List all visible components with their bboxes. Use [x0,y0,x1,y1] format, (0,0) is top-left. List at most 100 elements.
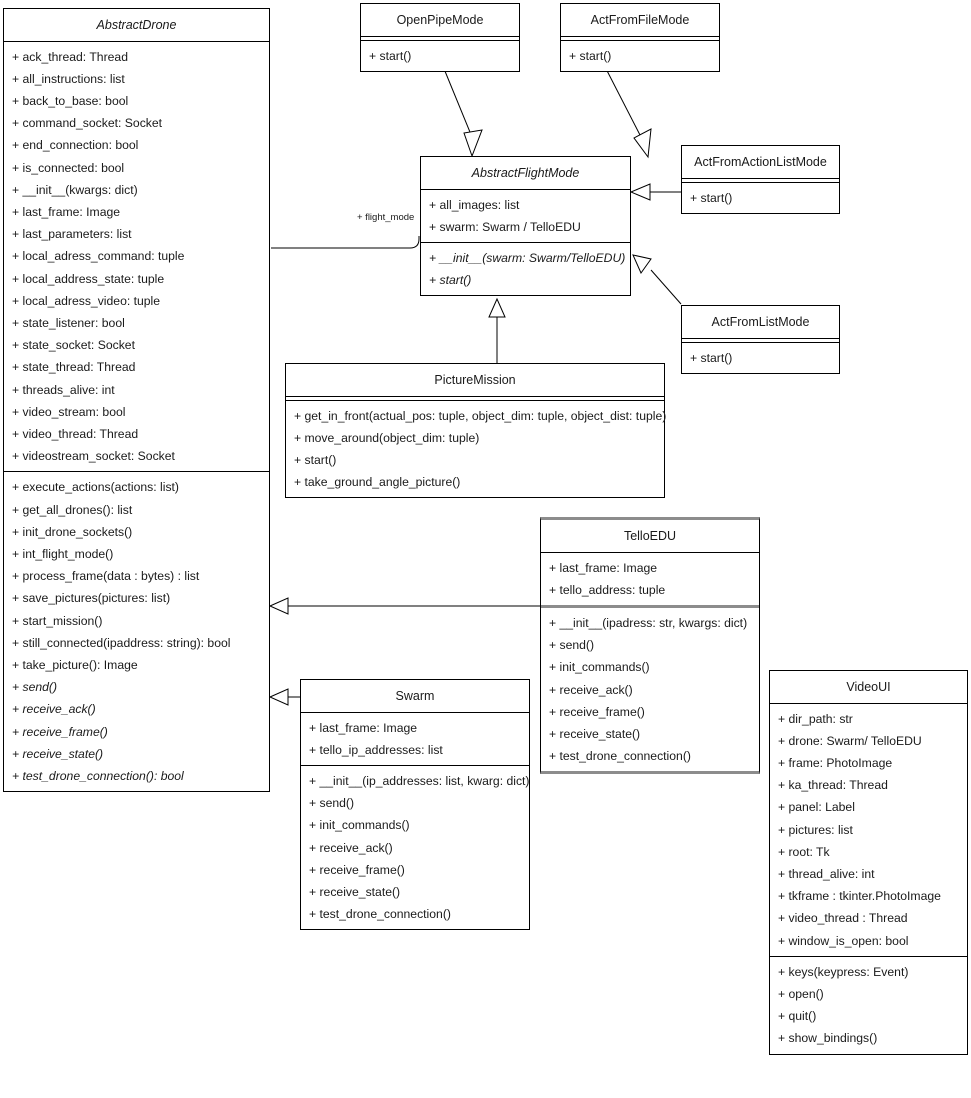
title-separator [286,395,664,401]
attribute-row: + video_stream: bool [12,404,126,419]
title-separator [541,551,759,553]
class-title-act-from-file-mode: ActFromFileMode [590,13,690,27]
method-row: + receive_ack() [12,702,96,717]
method-row: + save_pictures(pictures: list) [12,591,171,606]
method-row: + get_in_front(actual_pos: tuple, object… [294,408,667,423]
attribute-row: + last_frame: Image [549,560,658,575]
edge-picturemission-to-abstractflightmode [488,297,506,363]
attributes-methods-separator [301,764,529,766]
attribute-row: + last_parameters: list [12,227,132,242]
edge-openpipemode-to-abstractflightmode [439,58,483,158]
attribute-row: + ka_thread: Thread [778,778,888,793]
class-box-video-ui[interactable]: VideoUI + dir_path: str + drone: Swarm/ … [769,670,968,1055]
class-title-video-ui: VideoUI [846,680,891,694]
method-row: + send() [309,796,355,811]
method-row: + get_all_drones(): list [12,502,133,517]
attribute-row: + videostream_socket: Socket [12,449,175,464]
attribute-row: + local_address_state: tuple [12,271,165,286]
method-row: + move_around(object_dim: tuple) [294,430,480,445]
attributes-methods-separator [541,604,759,608]
title-separator [561,35,719,41]
class-box-swarm[interactable]: Swarm + last_frame: Image + tello_ip_add… [300,679,530,931]
method-row: + receive_frame() [549,704,645,719]
attributes-methods-separator [4,471,269,473]
methods-compartment-act-from-file-mode: + start() [561,41,719,71]
title-separator [361,35,519,41]
attribute-row: + panel: Label [778,800,855,815]
method-row: + show_bindings() [778,1031,878,1046]
class-box-act-from-action-list-mode[interactable]: ActFromActionListMode + start() [681,145,840,214]
methods-compartment-tello-edu: + __init__(ipadress: str, kwargs: dict) … [541,608,759,771]
attribute-row: + end_connection: bool [12,138,139,153]
method-row: + __init__(ip_addresses: list, kwarg: di… [309,773,530,788]
methods-compartment-picture-mission: + get_in_front(actual_pos: tuple, object… [286,401,667,498]
methods-compartment-open-pipe-mode: + start() [361,41,519,71]
method-row: + init_drone_sockets() [12,524,133,539]
method-row: + int_flight_mode() [12,546,114,561]
method-row: + keys(keypress: Event) [778,964,909,979]
attribute-row: + ack_thread: Thread [12,49,128,64]
title-separator [682,337,839,343]
method-row: + open() [778,986,824,1001]
attribute-row: + last_frame: Image [309,720,418,735]
attribute-row: + tello_address: tuple [549,582,666,597]
class-box-act-from-list-mode[interactable]: ActFromListMode + start() [681,305,840,374]
attribute-row: + command_socket: Socket [12,116,163,131]
class-box-act-from-file-mode[interactable]: ActFromFileMode + start() [560,3,720,72]
title-separator [421,188,630,190]
method-row: + still_connected(ipaddress: string): bo… [12,635,231,650]
method-row: + receive_state() [549,726,641,741]
attribute-row: + all_images: list [429,197,520,212]
attributes-compartment-abstract-flight-mode: + all_images: list + swarm: Swarm / Tell… [421,190,630,242]
method-row: + send() [12,680,58,695]
class-title-open-pipe-mode: OpenPipeMode [396,13,484,27]
methods-compartment-abstract-flight-mode: + __init__(swarm: Swarm/TelloEDU) + star… [421,243,630,295]
method-row: + receive_state() [309,884,401,899]
method-row: + start() [294,452,337,467]
method-row: + receive_ack() [309,840,393,855]
class-title-swarm: Swarm [395,689,435,703]
attribute-row: + root: Tk [778,844,830,859]
method-row: + process_frame(data : bytes) : list [12,569,200,584]
class-title-tello-edu: TelloEDU [623,529,677,543]
attribute-row: + back_to_base: bool [12,93,129,108]
method-row: + test_drone_connection() [549,749,691,764]
attribute-row: + __init__(kwargs: dict) [12,182,138,197]
method-row: + send() [549,638,595,653]
attribute-row: + video_thread: Thread [12,426,139,441]
methods-compartment-act-from-action-list-mode: + start() [682,183,839,213]
class-title-abstract-drone: AbstractDrone [96,18,177,32]
method-row: + start() [690,350,733,365]
attribute-row: + tkframe : tkinter.PhotoImage [778,889,941,904]
method-row: + take_picture(): Image [12,657,138,672]
method-row: + __init__(ipadress: str, kwargs: dict) [549,615,748,630]
method-row: + start() [369,48,412,63]
class-box-open-pipe-mode[interactable]: OpenPipeMode + start() [360,3,520,72]
attribute-row: + local_adress_video: tuple [12,293,161,308]
edge-label-flight-mode: + flight_mode [355,212,417,224]
methods-compartment-act-from-list-mode: + start() [682,343,839,373]
attribute-row: + state_listener: bool [12,315,125,330]
attribute-row: + threads_alive: int [12,382,115,397]
method-row: + test_drone_connection(): bool [12,769,184,783]
edge-actfromfilemode-to-abstractflightmode [600,58,652,159]
class-box-tello-edu[interactable]: TelloEDU + last_frame: Image + tello_add… [540,517,760,775]
class-box-abstract-flight-mode[interactable]: AbstractFlightMode + all_images: list + … [420,156,631,297]
attribute-row: + video_thread : Thread [778,911,908,926]
class-box-picture-mission[interactable]: PictureMission + get_in_front(actual_pos… [285,363,667,499]
attribute-row: + pictures: list [778,822,853,837]
methods-compartment-video-ui: + keys(keypress: Event) + open() + quit(… [770,957,967,1054]
method-row: + quit() [778,1009,817,1024]
method-row: + init_commands() [549,660,650,675]
attribute-row: + all_instructions: list [12,71,125,86]
attributes-compartment-tello-edu: + last_frame: Image + tello_address: tup… [541,553,759,605]
methods-compartment-swarm: + __init__(ip_addresses: list, kwarg: di… [301,766,530,929]
class-title-picture-mission: PictureMission [434,373,516,387]
methods-compartment-abstract-drone: + execute_actions(actions: list) + get_a… [4,472,269,791]
class-box-abstract-drone[interactable]: AbstractDrone + ack_thread: Thread + all… [3,8,270,793]
method-row: + receive_frame() [12,724,108,739]
attributes-methods-separator [770,955,967,957]
method-row: + take_ground_angle_picture() [294,475,461,490]
class-title-act-from-list-mode: ActFromListMode [711,315,810,329]
